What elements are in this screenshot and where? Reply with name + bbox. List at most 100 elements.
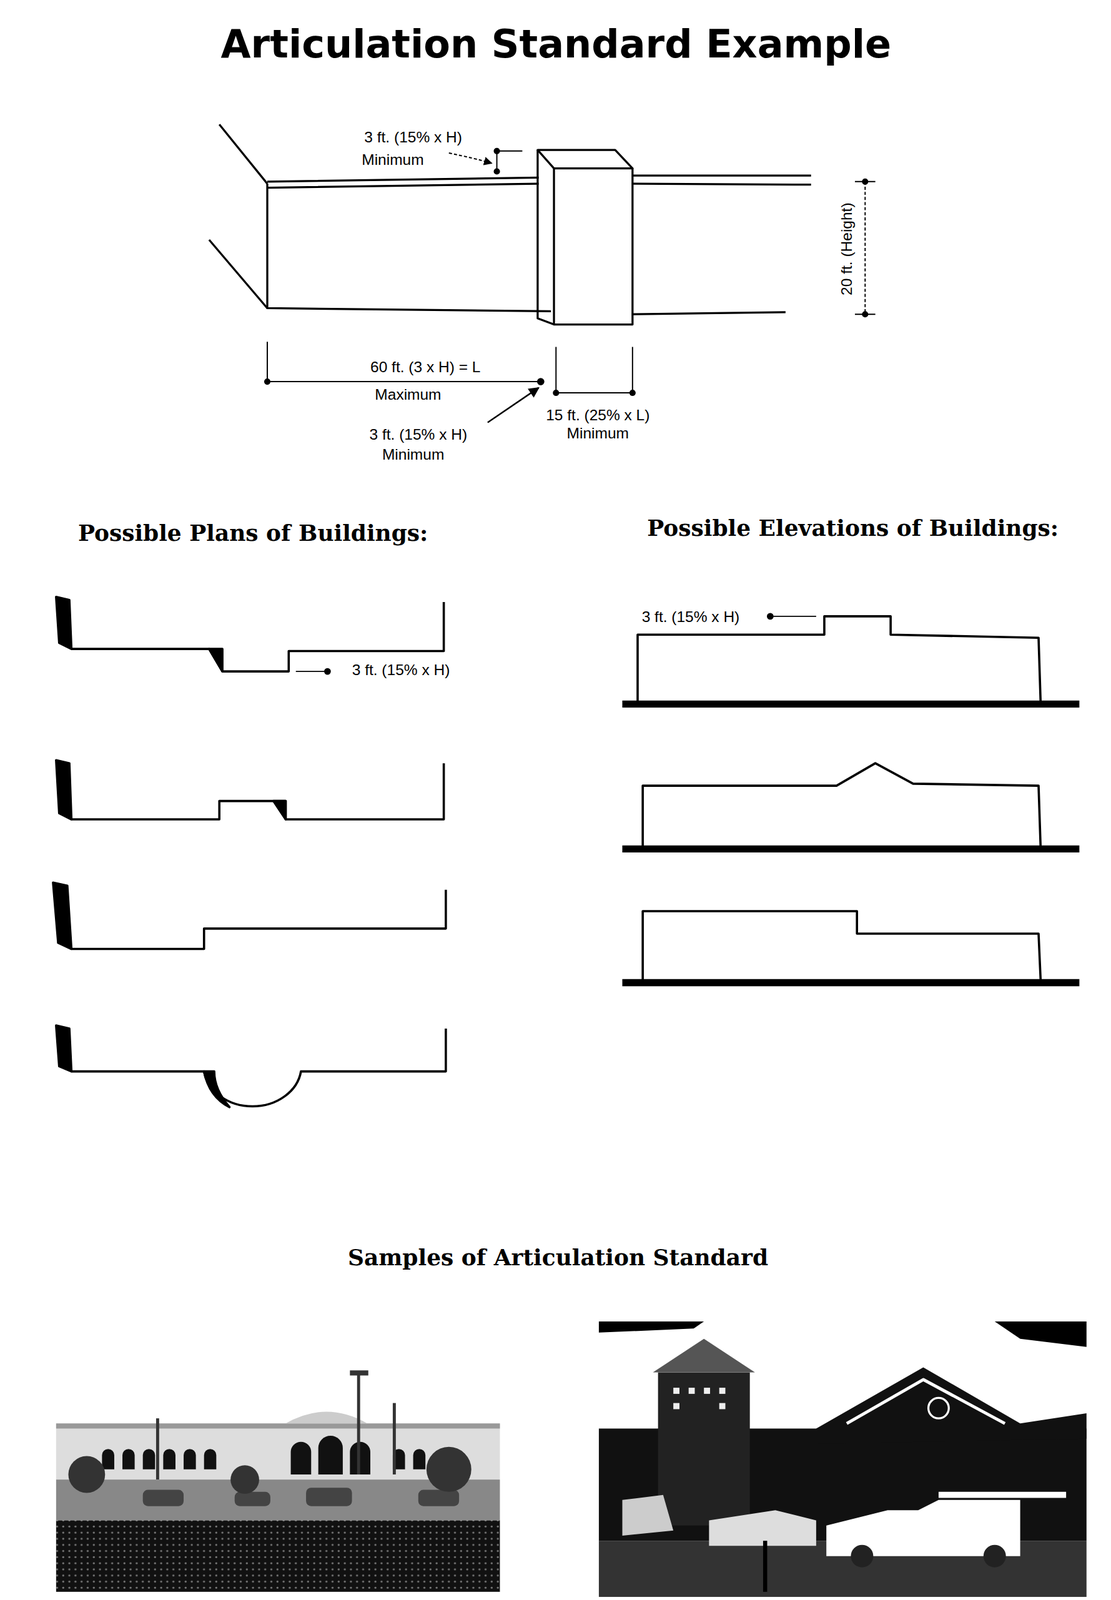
drawing-stroke bbox=[642, 763, 1041, 847]
drawing-stroke bbox=[537, 149, 554, 325]
drawing-stroke bbox=[204, 1071, 230, 1108]
building-elevations bbox=[622, 613, 1080, 983]
drawing-stroke bbox=[183, 1448, 197, 1470]
drawing-stroke bbox=[273, 801, 287, 820]
drawing-stroke bbox=[708, 1510, 817, 1546]
drawing-stroke bbox=[642, 911, 1041, 980]
drawing-stroke bbox=[768, 613, 773, 619]
drawing-stroke bbox=[296, 670, 325, 672]
drawing-stroke bbox=[143, 1487, 460, 1506]
drawing-stroke bbox=[267, 177, 551, 312]
dimension-label: 15 ft. (25% x L) bbox=[545, 407, 650, 425]
drawing-stroke bbox=[56, 1520, 501, 1592]
drawing-stroke bbox=[983, 1545, 1007, 1568]
drawing-stroke bbox=[864, 181, 866, 315]
drawing-stroke bbox=[658, 1372, 751, 1526]
drawing-stroke bbox=[673, 1387, 726, 1409]
drawing-stroke bbox=[703, 1387, 711, 1394]
drawing-stroke bbox=[325, 669, 330, 674]
drawing-stroke bbox=[493, 168, 499, 174]
drawing-stroke bbox=[264, 379, 270, 385]
drawing-stroke bbox=[357, 1372, 361, 1475]
dimension-label: 3 ft. (15% x H) bbox=[369, 426, 468, 444]
drawing-stroke bbox=[555, 347, 633, 395]
drawing-stroke bbox=[632, 175, 812, 315]
drawing-stroke bbox=[493, 148, 499, 154]
drawing-stroke bbox=[413, 1448, 426, 1470]
drawing-stroke bbox=[598, 1321, 1087, 1348]
massing-sketch bbox=[209, 124, 812, 325]
drawing-stroke bbox=[71, 889, 446, 950]
photo-store-front bbox=[598, 1321, 1087, 1597]
dimension-note: Maximum bbox=[374, 386, 441, 404]
drawing-stroke bbox=[622, 1495, 674, 1536]
drawing-stroke bbox=[862, 311, 868, 317]
drawing-stroke bbox=[773, 615, 817, 618]
drawing-stroke bbox=[267, 341, 539, 384]
drawing-stroke bbox=[598, 1321, 1087, 1597]
drawing-stroke bbox=[56, 1352, 501, 1592]
drawing-stroke bbox=[291, 1441, 312, 1475]
drawing-stroke bbox=[418, 1489, 460, 1506]
drawing-stroke bbox=[209, 124, 268, 308]
drawing-stroke bbox=[673, 1403, 680, 1410]
drawing-stroke bbox=[537, 378, 544, 385]
drawing-stroke bbox=[56, 1479, 501, 1521]
dimension-note: Minimum bbox=[361, 151, 424, 169]
section-heading: Samples of Articulation Standard bbox=[347, 1244, 769, 1270]
drawing-stroke bbox=[553, 390, 559, 396]
drawing-stroke bbox=[306, 1487, 353, 1506]
dimension-label: 3 ft. (15% x H) bbox=[364, 129, 463, 147]
drawing-stroke bbox=[497, 151, 523, 172]
drawing-stroke bbox=[719, 1403, 726, 1410]
drawing-stroke bbox=[630, 390, 636, 396]
drawing-stroke bbox=[938, 1491, 1067, 1499]
drawing-stroke bbox=[156, 1418, 160, 1480]
drawing-stroke bbox=[653, 1338, 756, 1373]
drawing-stroke bbox=[285, 1412, 368, 1424]
drawing-stroke bbox=[854, 181, 876, 315]
drawing-stroke bbox=[318, 1435, 343, 1475]
drawing-stroke bbox=[71, 602, 444, 672]
drawing-stroke bbox=[487, 387, 539, 423]
drawing-stroke bbox=[122, 1448, 135, 1470]
page-title: Articulation Standard Example bbox=[221, 23, 892, 67]
section-heading: Possible Elevations of Buildings: bbox=[646, 515, 1059, 541]
drawing-stroke bbox=[204, 1448, 217, 1470]
drawing-stroke bbox=[688, 1387, 696, 1394]
drawing-stroke bbox=[537, 149, 633, 168]
drawing-stroke bbox=[846, 1379, 1005, 1424]
drawing-stroke bbox=[426, 1446, 472, 1492]
dimension-label: 3 ft. (15% x H) bbox=[641, 608, 741, 626]
dimension-label: 60 ft. (3 x H) = L bbox=[370, 359, 481, 376]
drawing-stroke bbox=[209, 648, 223, 672]
drawing-stroke bbox=[56, 760, 72, 820]
section-heading: Possible Plans of Buildings: bbox=[78, 520, 428, 546]
drawing-stroke bbox=[101, 1448, 115, 1470]
drawing-stroke bbox=[234, 1491, 271, 1507]
drawing-stroke bbox=[162, 1448, 176, 1470]
drawing-stroke bbox=[449, 153, 493, 163]
dimension-note: Minimum bbox=[382, 446, 445, 464]
drawing-stroke bbox=[850, 1545, 874, 1568]
drawing-stroke bbox=[101, 1435, 426, 1475]
drawing-stroke bbox=[622, 703, 1080, 983]
drawing-stroke bbox=[637, 616, 1041, 702]
drawing-stroke bbox=[68, 1456, 105, 1494]
dimension-label: 20 ft. (Height) bbox=[838, 202, 855, 295]
drawing-stroke bbox=[862, 179, 868, 185]
drawing-stroke bbox=[56, 1025, 72, 1072]
drawing-stroke bbox=[71, 763, 444, 820]
drawing-stroke bbox=[143, 1489, 184, 1506]
dimension-label: 3 ft. (15% x H) bbox=[352, 661, 451, 679]
drawing-stroke bbox=[392, 1403, 396, 1475]
drawing-stroke bbox=[53, 882, 72, 949]
photo-shopping-center bbox=[56, 1352, 501, 1592]
drawing-stroke bbox=[763, 1540, 768, 1592]
drawing-stroke bbox=[230, 1465, 260, 1494]
drawing-stroke bbox=[71, 1028, 446, 1107]
drawing-stroke bbox=[719, 1387, 726, 1394]
drawing-stroke bbox=[143, 1448, 156, 1470]
